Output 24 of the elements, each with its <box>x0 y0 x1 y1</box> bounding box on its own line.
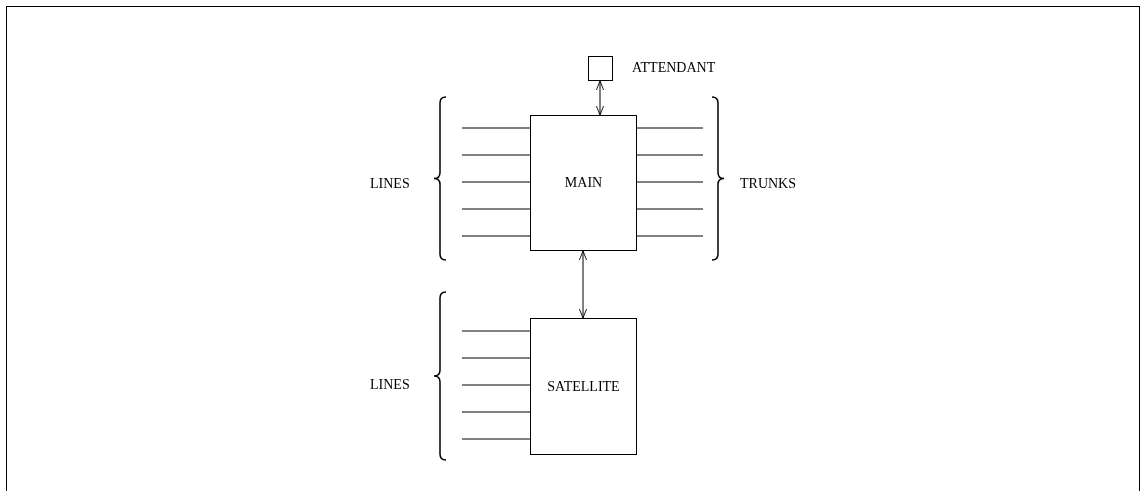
line <box>636 181 704 183</box>
line <box>461 154 531 156</box>
box-label: SATELLITE <box>547 378 620 395</box>
line <box>461 208 531 210</box>
group-label: LINES <box>370 377 410 393</box>
line <box>461 357 531 359</box>
line <box>461 411 531 413</box>
switch-box <box>530 318 637 455</box>
switch-box <box>530 115 637 251</box>
line <box>461 127 531 129</box>
line <box>636 208 704 210</box>
box-caption: ATTENDANT <box>632 60 716 76</box>
line <box>461 235 531 237</box>
line <box>636 235 704 237</box>
group-label: LINES <box>370 176 410 192</box>
line <box>461 438 531 440</box>
line <box>636 127 704 129</box>
empty-box <box>588 56 613 81</box>
group-label: TRUNKS <box>740 176 796 192</box>
line <box>461 384 531 386</box>
box-label: MAIN <box>564 175 603 191</box>
line <box>461 181 531 183</box>
line <box>636 154 704 156</box>
line <box>461 330 531 332</box>
